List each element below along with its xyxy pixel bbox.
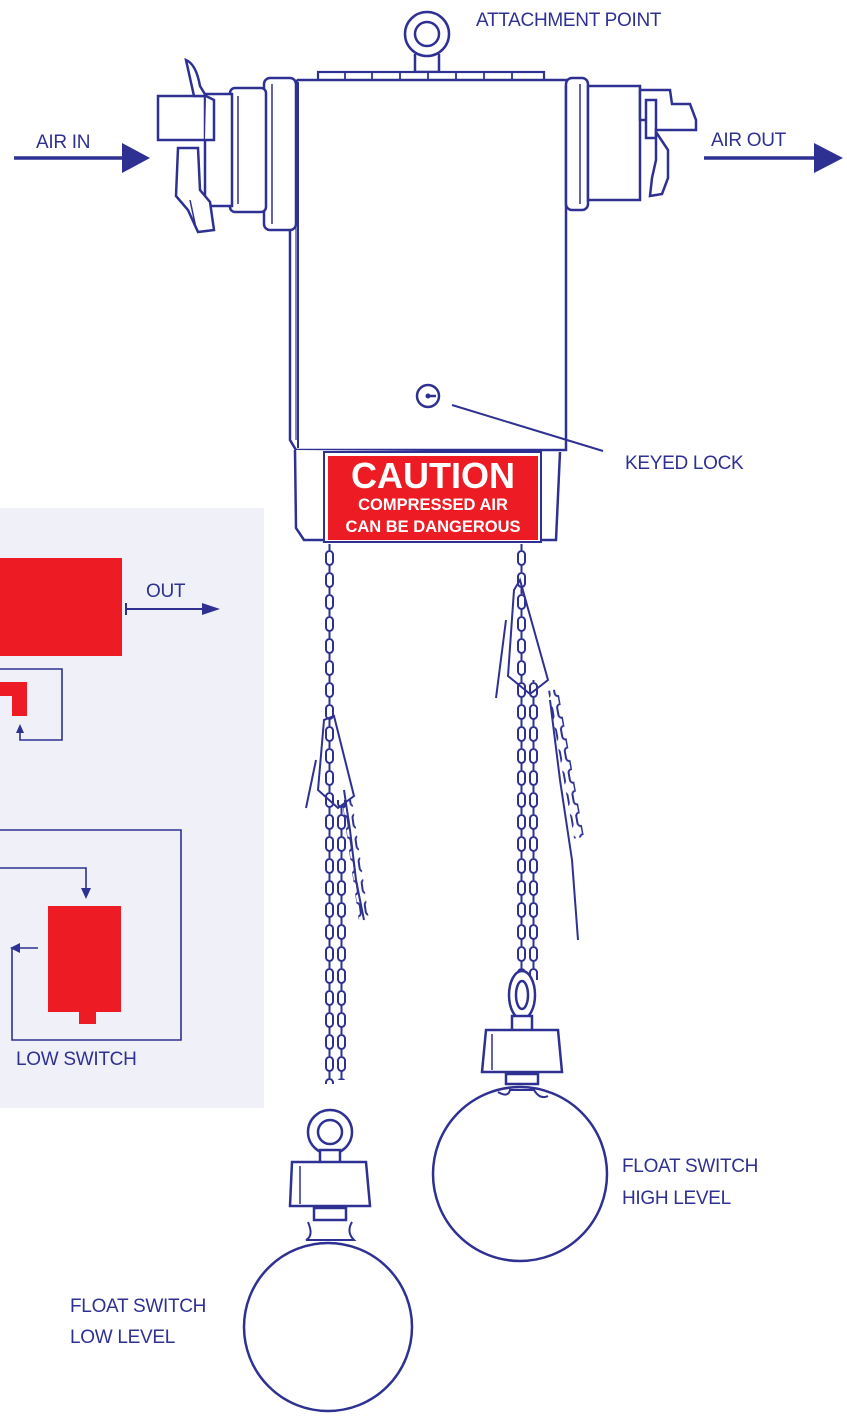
keyed-lock-label: KEYED LOCK <box>625 453 744 474</box>
float-low-label-line2: LOW LEVEL <box>70 1327 175 1348</box>
schematic-panel: OUT LOW SWITCH <box>0 508 264 1108</box>
left-coupling <box>158 60 296 232</box>
left-chain <box>306 544 369 1084</box>
schematic-upper-block <box>0 558 122 656</box>
right-chain <box>496 544 584 980</box>
caution-sign: CAUTION COMPRESSED AIR CAN BE DANGEROUS <box>324 452 541 542</box>
float-switch-low <box>244 1110 412 1411</box>
low-switch-label: LOW SWITCH <box>16 1049 137 1070</box>
right-coupling <box>566 78 696 210</box>
attachment-ring-icon <box>405 12 449 72</box>
low-switch-block <box>48 906 121 1024</box>
float-switch-high <box>433 971 607 1261</box>
float-high-label-line1: FLOAT SWITCH <box>622 1156 758 1177</box>
out-label: OUT <box>146 581 186 602</box>
caution-title: CAUTION <box>351 455 515 496</box>
air-in-label: AIR IN <box>36 132 90 153</box>
air-out-label: AIR OUT <box>711 130 787 151</box>
keyed-lock-icon <box>417 385 439 407</box>
attachment-point-label: ATTACHMENT POINT <box>476 10 662 31</box>
caution-line-1: COMPRESSED AIR <box>358 496 508 514</box>
caution-line-2: CAN BE DANGEROUS <box>345 518 520 536</box>
float-high-label-line2: HIGH LEVEL <box>622 1188 731 1209</box>
float-low-label-line1: FLOAT SWITCH <box>70 1296 206 1317</box>
